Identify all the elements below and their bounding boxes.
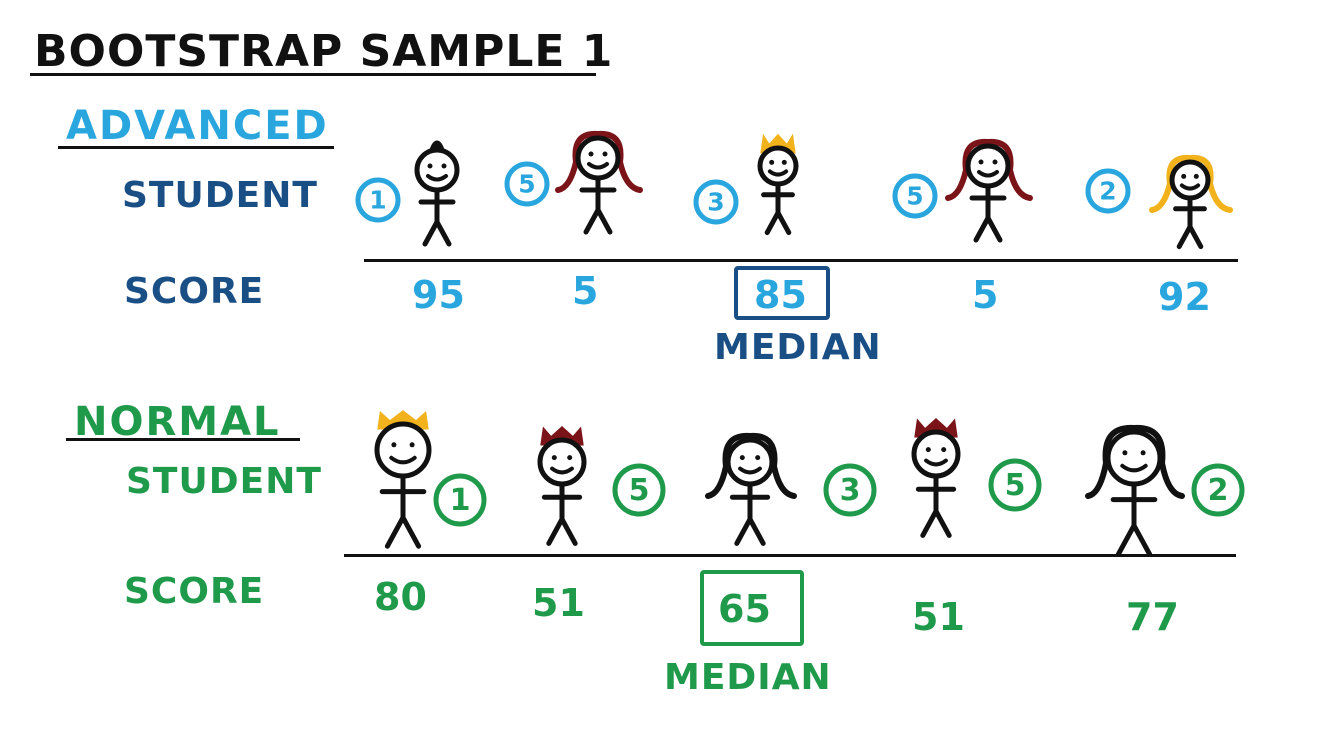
- normal-score-1: 80: [374, 575, 427, 619]
- normal-heading-underline: [66, 438, 300, 441]
- svg-text:1: 1: [369, 185, 386, 214]
- normal-student-id-2: 5: [612, 463, 666, 517]
- normal-student-figure-3: [705, 432, 797, 546]
- svg-text:5: 5: [629, 473, 650, 508]
- normal-student-figure-4: [911, 417, 961, 538]
- svg-text:5: 5: [1005, 468, 1026, 503]
- advanced-student-id-3: 3: [693, 179, 739, 225]
- normal-score-5: 77: [1126, 595, 1179, 639]
- advanced-student-figure-2: [555, 130, 643, 235]
- normal-student-label: STUDENT: [126, 461, 322, 502]
- normal-score-2: 51: [532, 581, 585, 625]
- svg-text:2: 2: [1208, 473, 1229, 508]
- normal-student-figure-5: [1085, 424, 1185, 557]
- normal-score-4: 51: [912, 595, 965, 639]
- normal-baseline: [344, 554, 1236, 557]
- advanced-score-label: SCORE: [124, 271, 265, 312]
- normal-student-id-4: 5: [988, 458, 1042, 512]
- svg-text:5: 5: [906, 181, 923, 210]
- svg-text:3: 3: [707, 187, 724, 216]
- svg-text:3: 3: [840, 473, 861, 508]
- normal-student-figure-1: [374, 410, 432, 549]
- advanced-score-3: 85: [754, 273, 807, 317]
- normal-median-label: MEDIAN: [664, 657, 832, 698]
- normal-score-label: SCORE: [124, 571, 265, 612]
- normal-score-3: 65: [718, 587, 771, 631]
- svg-text:5: 5: [518, 169, 535, 198]
- advanced-median-label: MEDIAN: [714, 327, 882, 368]
- normal-student-figure-2: [537, 425, 587, 546]
- svg-text:1: 1: [450, 483, 471, 518]
- advanced-student-id-5: 2: [1085, 168, 1131, 214]
- normal-student-id-1: 1: [433, 473, 487, 527]
- advanced-student-id-1: 1: [355, 177, 401, 223]
- advanced-score-5: 92: [1158, 275, 1211, 319]
- advanced-student-figure-1: [414, 140, 460, 247]
- advanced-heading-underline: [58, 146, 334, 149]
- advanced-student-id-2: 5: [504, 161, 550, 207]
- advanced-score-1: 95: [412, 273, 465, 317]
- normal-median-box: [700, 570, 804, 646]
- advanced-score-4: 5: [972, 273, 999, 317]
- page-title: BOOTSTRAP SAMPLE 1: [34, 26, 614, 77]
- advanced-score-2: 5: [572, 269, 599, 313]
- advanced-student-id-4: 5: [892, 173, 938, 219]
- advanced-student-label: STUDENT: [122, 175, 318, 216]
- normal-student-id-5: 2: [1191, 463, 1245, 517]
- advanced-student-figure-4: [945, 138, 1033, 243]
- advanced-student-figure-5: [1149, 154, 1233, 250]
- advanced-median-box: [734, 266, 830, 320]
- title-underline: [30, 73, 596, 76]
- advanced-heading: ADVANCED: [66, 103, 329, 149]
- advanced-student-figure-3: [757, 133, 799, 236]
- normal-student-id-3: 3: [823, 463, 877, 517]
- advanced-baseline: [364, 259, 1238, 262]
- svg-text:2: 2: [1099, 176, 1116, 205]
- normal-heading: NORMAL: [74, 399, 281, 445]
